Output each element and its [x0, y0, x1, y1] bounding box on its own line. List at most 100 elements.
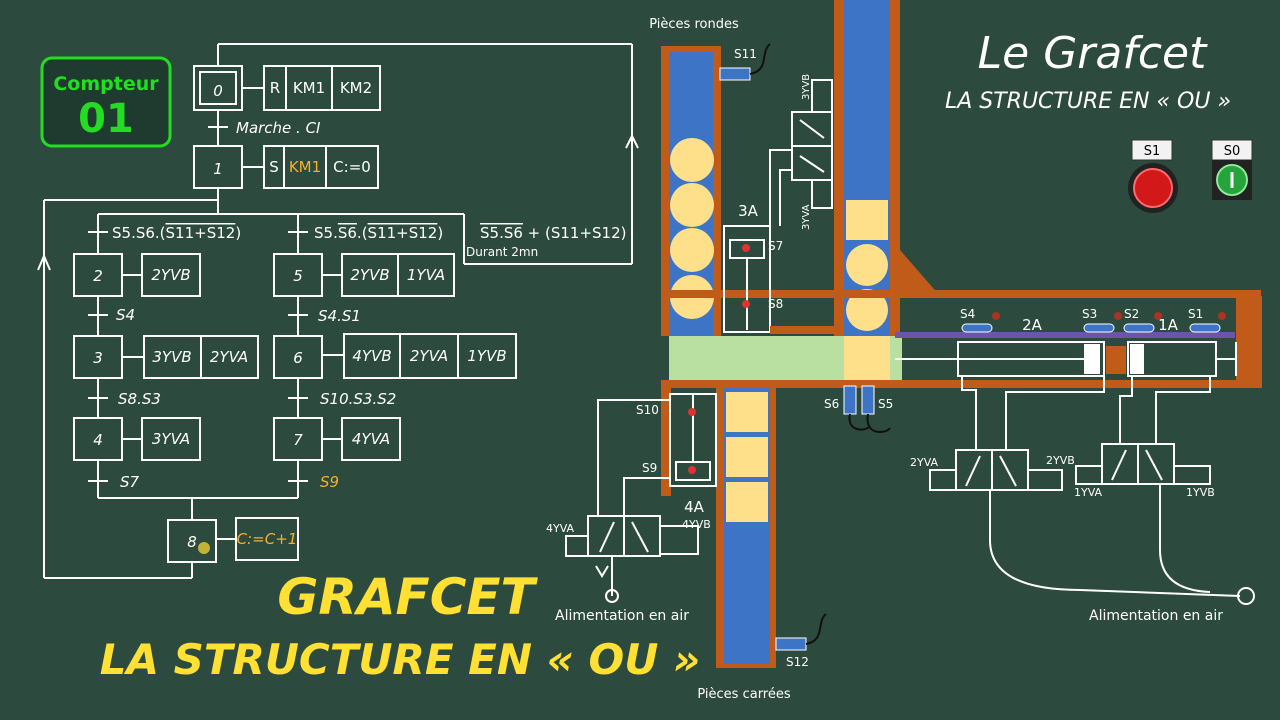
sensor-s9-dot	[688, 466, 696, 474]
square-piece	[726, 437, 768, 477]
cylinder-1a-label: 1A	[1158, 316, 1179, 334]
square-magazine-tube	[724, 388, 770, 664]
round-parts-label: Pièces rondes	[649, 17, 739, 32]
cylinder-4a-label: 4A	[684, 498, 705, 516]
header-title: Le Grafcet	[978, 28, 1208, 79]
square-piece	[726, 482, 768, 522]
valve-1yva-label: 1YVA	[1074, 486, 1103, 499]
round-piece	[670, 183, 714, 227]
square-piece	[846, 200, 888, 240]
valve-3yvb-label: 3YVB	[801, 74, 812, 100]
sensor-leds	[992, 312, 1226, 320]
step-0-label: 0	[213, 82, 223, 100]
sensor-s7-dot	[742, 244, 750, 252]
action-box-step-7	[341, 417, 401, 461]
sensor-s12	[775, 613, 827, 651]
sensor-s6-label: S6	[824, 397, 839, 411]
cylinder-2a-label: 2A	[1022, 316, 1043, 334]
valve-2yva-label: 2YVA	[910, 456, 939, 469]
action-3b: 2YVA	[210, 348, 248, 366]
valve-1yvb-label: 1YVB	[1186, 486, 1215, 499]
piston-1a	[1130, 344, 1144, 374]
action-1-s: S	[269, 158, 279, 176]
s1-label: S1	[1144, 144, 1161, 159]
valve-2	[929, 376, 1241, 597]
sensor-s12-label: S12	[786, 655, 809, 669]
cylinder-3a-label: 3A	[738, 202, 759, 220]
s0-label: S0	[1224, 144, 1241, 159]
valve-4	[565, 399, 699, 603]
air-supply-right: Alimentation en air	[1089, 608, 1223, 624]
valve-3yva-label: 3YVA	[801, 204, 812, 230]
round-piece	[670, 138, 714, 182]
action-box-step-1	[263, 145, 379, 189]
transition-6: S10.S3.S2	[320, 390, 396, 408]
sensor-s11-label: S11	[734, 47, 757, 61]
sensor-s1-label: S1	[1188, 307, 1203, 321]
square-piece-in-slot	[844, 336, 890, 380]
valve-1	[1075, 376, 1211, 593]
up-arrow-right	[625, 133, 639, 149]
valve-4yvb-label: 4YVB	[682, 518, 711, 531]
emergency-stop-s1[interactable]: S1	[1128, 139, 1178, 213]
transition-1c: S5.S6 + (S11+S12)	[480, 224, 627, 242]
action-2: 2YVB	[151, 266, 190, 284]
transition-3: S8.S3	[118, 390, 161, 408]
action-box-step-6	[343, 333, 517, 379]
transition-1b: S5.S6.(S11+S12)	[314, 224, 443, 242]
action-7: 4YVA	[352, 430, 390, 448]
counter-value: 01	[78, 96, 134, 142]
start-button-s0[interactable]: S0	[1211, 139, 1253, 200]
step-2-label: 2	[93, 267, 103, 285]
machine-schematic	[565, 0, 1262, 668]
transfer-slot	[669, 336, 849, 380]
sensor-s5-label: S5	[878, 397, 893, 411]
grafcet-step-0-inner	[199, 71, 237, 105]
action-box-step-2	[141, 253, 201, 297]
frame-corner	[900, 250, 940, 296]
header-subtitle: LA STRUCTURE EN « OU »	[945, 89, 1231, 114]
counter-label: Compteur	[53, 73, 159, 95]
sensor-s9-label: S9	[642, 461, 657, 475]
s1-button[interactable]	[1133, 168, 1173, 208]
square-piece	[726, 392, 768, 432]
up-arrow-left	[37, 253, 51, 271]
sensor-s2-label: S2	[1124, 307, 1139, 321]
transition-7: S9	[320, 473, 339, 491]
air-supply-left: Alimentation en air	[555, 608, 689, 624]
channel-top-wall	[661, 290, 1261, 298]
sensor-s4-label: S4	[960, 307, 975, 321]
round-piece	[846, 289, 888, 331]
step-6-label: 6	[293, 349, 303, 367]
valve-4yva-label: 4YVA	[546, 522, 575, 535]
piston-2a	[1084, 344, 1100, 374]
action-8: C:=C+1	[237, 530, 298, 548]
action-box-step-4	[141, 417, 201, 461]
air-supply-port-right	[1237, 587, 1255, 605]
grafcet-labels: 0 1 2 3 4 5 6 7 8 R KM1 KM2 S KM1 C:=0 2…	[93, 79, 626, 551]
sensor-s3-label: S3	[1082, 307, 1097, 321]
channel-end-wall	[1236, 296, 1262, 388]
valve-3	[769, 79, 833, 226]
step-1-label: 1	[213, 160, 223, 178]
footer-subtitle: LA STRUCTURE EN « OU »	[100, 635, 701, 684]
s1-label-plate	[1131, 139, 1173, 161]
action-3a: 3YVB	[152, 348, 191, 366]
pusher-rod	[895, 332, 1235, 338]
transition-4: S7	[120, 473, 140, 491]
action-box-step-8	[235, 517, 299, 561]
action-0-r: R	[270, 79, 280, 97]
cylinder-coupling	[1106, 346, 1126, 374]
transition-0: Marche . CI	[236, 119, 321, 137]
round-piece	[846, 244, 888, 286]
grafcet-chart	[37, 43, 639, 579]
action-5b: 1YVA	[407, 266, 445, 284]
cylinder-3a	[723, 225, 771, 333]
step-5-label: 5	[293, 267, 303, 285]
action-4: 3YVA	[152, 430, 190, 448]
machine-labels: Pièces rondes Pièces carrées Alimentatio…	[546, 17, 1223, 702]
footer-title: GRAFCET	[277, 568, 538, 626]
sensor-s8-dot	[742, 300, 750, 308]
cylinder-1a	[1127, 341, 1237, 377]
